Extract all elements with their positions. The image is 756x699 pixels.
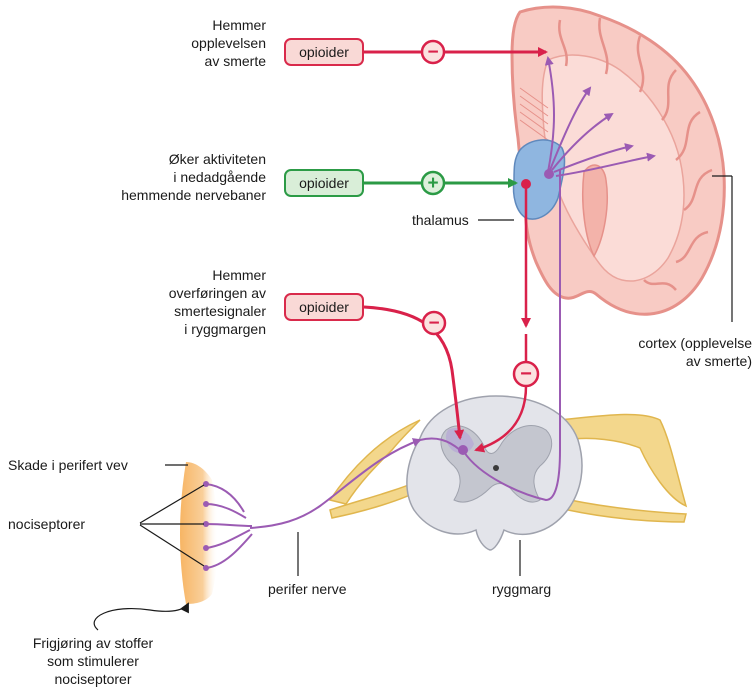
thalamus-relay-neuron (544, 169, 554, 179)
peripheral-tissue (180, 462, 218, 604)
label-thalamus: thalamus (412, 211, 469, 229)
opioid-box-spinal: opioider (284, 293, 364, 321)
label-release: Frigjøring av stoffer som stimulerer noc… (4, 634, 182, 688)
label-effect-spinal: Hemmer overføringen av smertesignaler i … (70, 266, 266, 338)
label-effect-descending: Øker aktiviteten i nedadgående hemmende … (40, 150, 266, 204)
opioid-sign-descending: + (427, 173, 438, 194)
release-arrow (94, 604, 188, 630)
opioid-box-descending: opioider (284, 169, 364, 197)
dorsal-horn-neuron (458, 445, 468, 455)
label-tissue-damage: Skade i perifert vev (8, 456, 128, 474)
opioid-arrow-descending: + (364, 172, 516, 194)
label-nociceptors: nociseptorer (8, 515, 85, 533)
central-canal (493, 465, 499, 471)
descending-origin-neuron (521, 179, 531, 189)
opioid-box-cortex: opioider (284, 38, 364, 66)
label-cortex: cortex (opplevelse av smerte) (600, 334, 752, 370)
opioid-sign-spinal: − (428, 313, 439, 334)
label-spinal-cord: ryggmarg (492, 580, 551, 598)
opioid-sign-cortex: − (427, 42, 438, 63)
label-effect-cortex: Hemmer opplevelsen av smerte (88, 16, 266, 70)
spinal-nerve-right-lower (568, 500, 686, 522)
label-peripheral-nerve: perifer nerve (268, 580, 347, 598)
spinal-cord (330, 396, 686, 550)
descending-sign: − (520, 363, 532, 385)
